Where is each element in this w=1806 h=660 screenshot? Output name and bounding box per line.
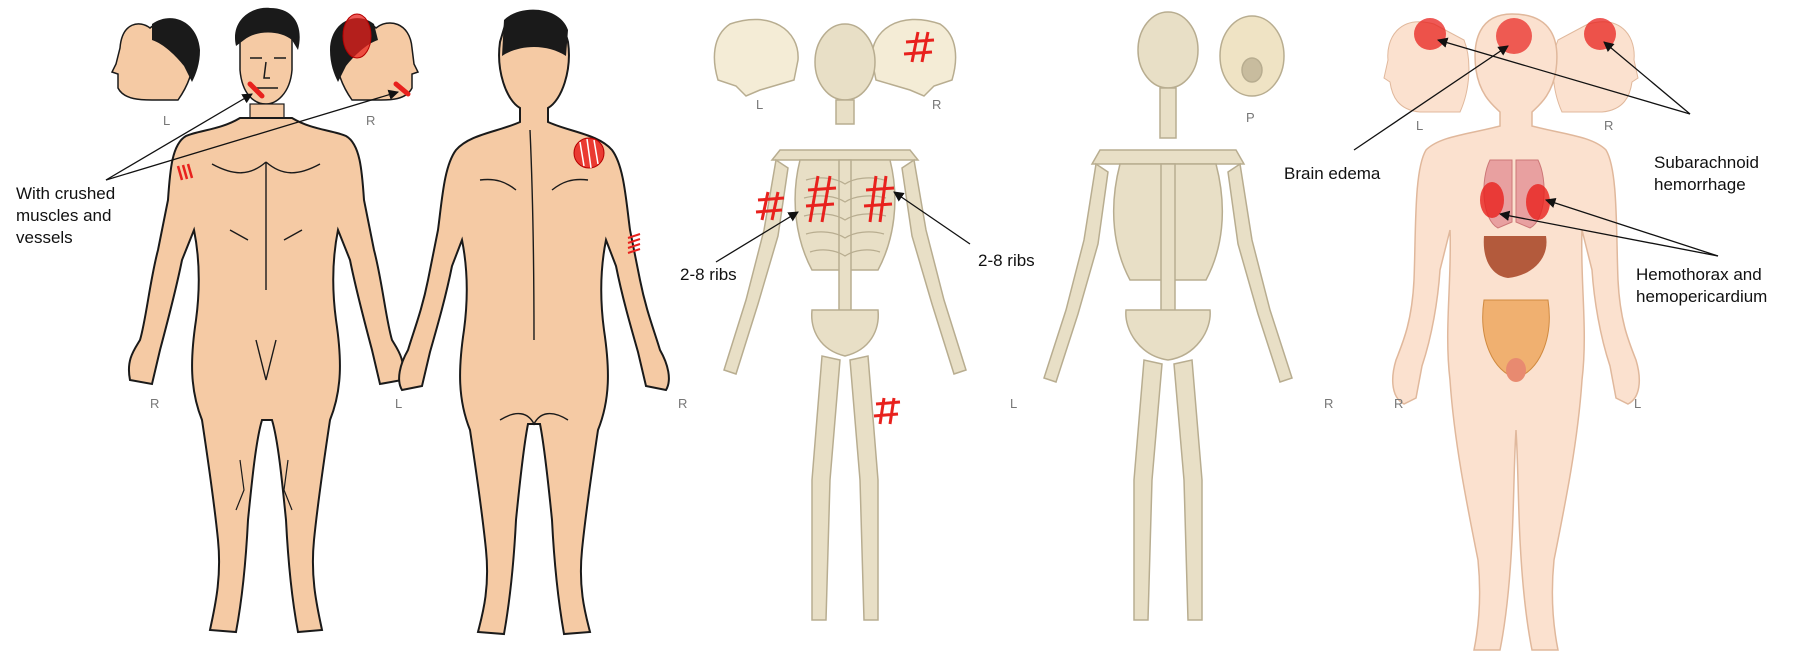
skeleton-back	[1044, 12, 1292, 620]
skeleton-front	[724, 24, 966, 620]
annotation-subarachnoid-hemorrhage: Subarachnoid hemorrhage	[1654, 152, 1759, 196]
head-left-orientation: L	[1416, 118, 1423, 133]
head-profile-left	[1384, 18, 1469, 112]
skull-base	[1220, 16, 1284, 96]
skull-left	[714, 19, 798, 96]
face-front	[235, 8, 300, 118]
annotation-brain-edema: Brain edema	[1284, 163, 1380, 185]
head-profile-right	[1553, 18, 1638, 112]
face-profile-right	[330, 14, 418, 100]
skull-right-orientation: R	[932, 97, 941, 112]
annotation-crushed-muscles: With crushed muscles and vessels	[16, 183, 115, 249]
front-body-left-orientation: L	[395, 396, 402, 411]
skull-base-orientation: P	[1246, 110, 1255, 125]
body-front	[129, 118, 403, 632]
face-left-orientation: L	[163, 113, 170, 128]
head-right-orientation: R	[1604, 118, 1613, 133]
skeleton-back-orientation: R	[1324, 396, 1333, 411]
annotation-hemothorax: Hemothorax and hemopericardium	[1636, 264, 1767, 308]
front-body-right-orientation: R	[150, 396, 159, 411]
back-shoulder-hematoma	[574, 138, 604, 168]
annotation-ribs-left: 2-8 ribs	[680, 264, 737, 286]
skeleton-front-orientation: L	[1010, 396, 1017, 411]
annotation-ribs-right: 2-8 ribs	[978, 250, 1035, 272]
body-back	[399, 10, 669, 634]
face-right-orientation: R	[366, 113, 375, 128]
internal-body-left-orientation: L	[1634, 396, 1641, 411]
back-body-orientation: R	[678, 396, 687, 411]
internal-body-right-orientation: R	[1394, 396, 1403, 411]
face-profile-left	[112, 18, 200, 100]
skull-left-orientation: L	[756, 97, 763, 112]
